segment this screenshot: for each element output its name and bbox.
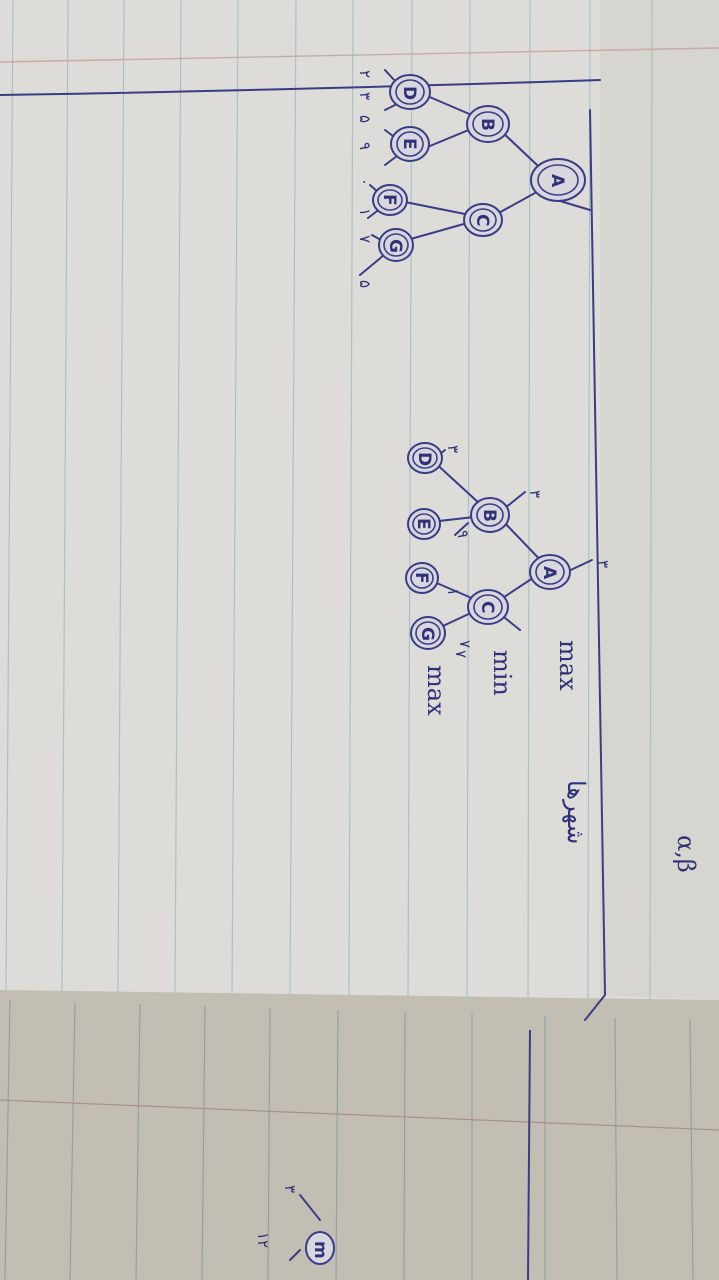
svg-text:E: E	[399, 138, 419, 150]
tree-node-d: D	[407, 442, 443, 474]
value-d: ٣	[444, 445, 462, 453]
svg-text:F: F	[411, 572, 431, 584]
corner-value-1: ٣	[281, 1185, 299, 1193]
value-g: ٧	[452, 650, 470, 658]
value-f: ١	[444, 588, 462, 596]
value-c: ٧	[456, 640, 474, 648]
arabic-subtitle: شهرها	[562, 780, 590, 844]
svg-text:F: F	[379, 194, 399, 206]
leaf-tree-node-c: C	[463, 203, 503, 237]
leaf-value-6: ١	[356, 208, 374, 216]
lower-page	[0, 990, 719, 1280]
leaf-tree-node-a: A	[530, 158, 586, 202]
svg-text:G: G	[385, 239, 405, 253]
leaf-value-2: ٣	[356, 92, 374, 100]
tree-node-g: G	[410, 616, 446, 650]
tree-node-e: E	[407, 508, 441, 540]
svg-text:G: G	[417, 627, 437, 641]
level-max-label: max	[554, 640, 582, 691]
labeled-tree: A B C D E F	[405, 442, 612, 658]
svg-text:D: D	[399, 86, 419, 100]
leaf-tree-node-e: E	[390, 126, 430, 162]
svg-text:C: C	[477, 601, 497, 613]
value-b: ٣	[526, 490, 544, 498]
leaf-tree-node-f: F	[372, 184, 408, 216]
rule-lines	[5, 0, 653, 1001]
level-min-label: min	[488, 650, 516, 696]
svg-text:B: B	[479, 509, 499, 522]
leaf-value-4: ٩	[356, 142, 374, 150]
svg-text:D: D	[414, 452, 434, 466]
corner-node: m ٣ ١٢	[254, 1185, 335, 1265]
level-max2-label: max	[422, 665, 450, 716]
tree-node-c: C	[467, 589, 509, 625]
ink-vertical-line	[584, 109, 606, 1021]
lower-rule-lines	[4, 999, 694, 1280]
svg-text:C: C	[472, 214, 492, 226]
leaf-tree-node-g: G	[378, 228, 414, 262]
svg-text:m: m	[310, 1241, 330, 1259]
value-a: ٣	[594, 560, 612, 568]
leaf-value-5: ۰	[356, 178, 374, 186]
leaf-tree-node-b: B	[466, 105, 510, 143]
tree-node-a: A	[529, 554, 571, 590]
margin-line	[0, 47, 719, 63]
leaf-tree: A B C D E F G	[356, 69, 591, 288]
svg-text:B: B	[477, 118, 497, 131]
leaf-tree-node-d: D	[389, 74, 431, 110]
tree-node-b: B	[470, 497, 510, 533]
alpha-beta-title: α,β	[672, 835, 700, 873]
leaf-value-3: ۵	[356, 115, 374, 123]
corner-value-2: ١٢	[254, 1232, 272, 1248]
leaf-value-7: ٧	[356, 235, 374, 243]
leaf-value-8: ۵	[356, 280, 374, 288]
svg-text:A: A	[539, 566, 559, 580]
tree-node-f: F	[405, 562, 439, 594]
ink-top-line	[0, 79, 601, 96]
value-e: ٩	[454, 530, 472, 538]
leaf-value-1: ٢	[356, 70, 374, 78]
svg-text:A: A	[547, 174, 567, 188]
svg-text:E: E	[413, 518, 433, 530]
